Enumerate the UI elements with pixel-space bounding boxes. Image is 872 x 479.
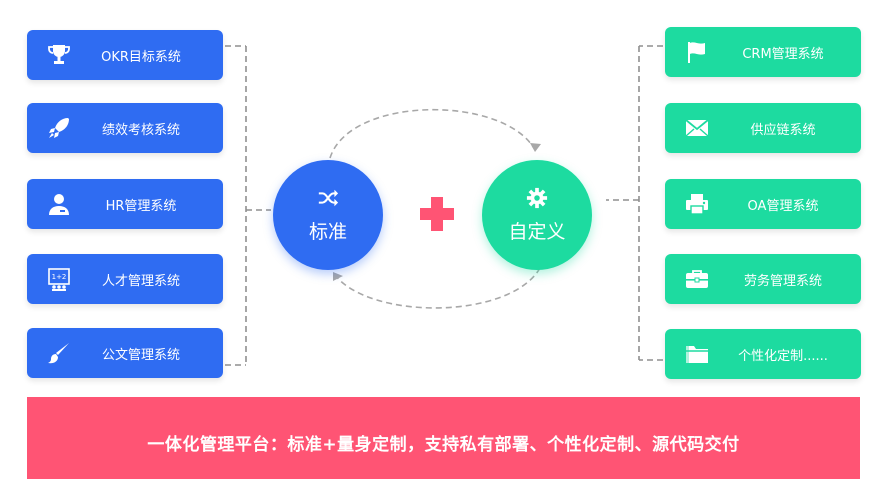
left-card-talent[interactable]: 1+2 人才管理系统 xyxy=(27,254,223,304)
mail-icon xyxy=(683,114,711,142)
custom-circle: 自定义 xyxy=(482,160,592,270)
left-card-performance[interactable]: 绩效考核系统 xyxy=(27,103,223,153)
custom-label: 自定义 xyxy=(508,220,566,243)
gear-icon xyxy=(526,187,548,208)
left-card-hr[interactable]: HR管理系统 xyxy=(27,179,223,229)
briefcase-icon xyxy=(683,265,711,293)
printer-icon xyxy=(683,190,711,218)
platform-banner: 一体化管理平台：标准+量身定制，支持私有部署、个性化定制、源代码交付 xyxy=(27,397,860,479)
brush-icon xyxy=(45,339,73,367)
person-icon xyxy=(45,190,73,218)
card-label: 个性化定制...... xyxy=(738,348,828,364)
shuffle-icon xyxy=(318,189,339,206)
rocket-icon xyxy=(45,114,73,142)
banner-text: 一体化管理平台：标准+量身定制，支持私有部署、个性化定制、源代码交付 xyxy=(147,434,740,455)
right-card-labor[interactable]: 劳务管理系统 xyxy=(665,254,861,304)
card-label: 公文管理系统 xyxy=(101,347,180,363)
trophy-icon xyxy=(45,41,73,69)
card-label: 人才管理系统 xyxy=(101,273,180,289)
svg-text:1+2: 1+2 xyxy=(52,273,67,281)
standard-label: 标准 xyxy=(308,220,347,243)
banner-top-edge xyxy=(27,392,860,406)
card-label: OKR目标系统 xyxy=(101,49,181,65)
card-label: 劳务管理系统 xyxy=(743,273,822,289)
card-label: OA管理系统 xyxy=(747,198,819,214)
left-card-okr[interactable]: OKR目标系统 xyxy=(27,30,223,80)
card-label: 绩效考核系统 xyxy=(101,122,180,138)
left-card-document[interactable]: 公文管理系统 xyxy=(27,328,223,378)
right-card-crm[interactable]: CRM管理系统 xyxy=(665,27,861,77)
right-card-supply-chain[interactable]: 供应链系统 xyxy=(665,103,861,153)
folder-icon xyxy=(683,340,711,368)
card-label: HR管理系统 xyxy=(105,198,177,214)
right-card-oa[interactable]: OA管理系统 xyxy=(665,179,861,229)
plus-icon xyxy=(420,197,454,231)
standard-circle: 标准 xyxy=(273,160,383,270)
board-icon: 1+2 xyxy=(45,265,73,293)
flag-icon xyxy=(683,38,711,66)
right-card-custom[interactable]: 个性化定制...... xyxy=(665,329,861,379)
card-label: CRM管理系统 xyxy=(742,46,824,62)
card-label: 供应链系统 xyxy=(750,122,816,138)
